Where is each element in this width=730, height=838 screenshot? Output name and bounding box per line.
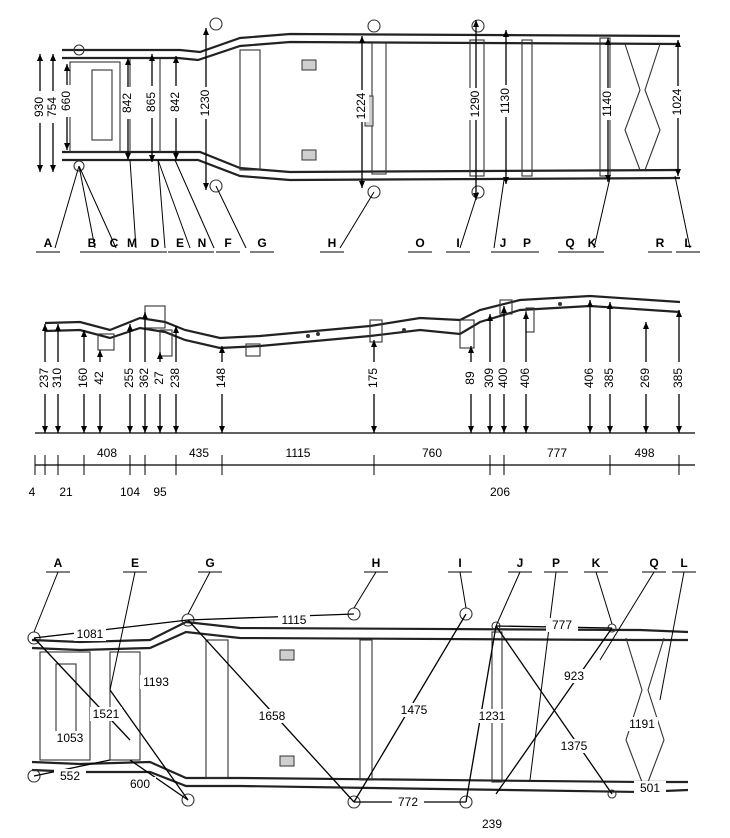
bottom-measure-239: 239: [482, 817, 502, 831]
side-view-spacings: 408 435 1115 760 777 498 4 21 104 95 206: [29, 446, 680, 499]
side-height-406: 406: [582, 368, 596, 388]
top-to-side-leaders: [54, 159, 691, 249]
top-width-842: 842: [168, 92, 182, 112]
top-view-frame: [62, 17, 681, 199]
top-width-1140: 1140: [600, 91, 614, 117]
bottom-measure-1375: 1375: [561, 739, 588, 753]
top-width-1290: 1290: [468, 90, 482, 117]
side-height-385: 385: [671, 368, 685, 388]
side-point-Q: Q: [565, 236, 574, 250]
bottom-point-P: P: [552, 556, 560, 570]
side-point-K: K: [588, 236, 597, 250]
bottom-point-K: K: [592, 556, 601, 570]
side-height-42: 42: [92, 371, 106, 385]
side-point-F: F: [224, 236, 231, 250]
bottom-point-L: L: [680, 556, 687, 570]
side-height-237: 237: [37, 368, 51, 388]
spacing-21: 21: [59, 485, 73, 499]
bottom-measure-552: 552: [60, 769, 80, 783]
side-height-406: 406: [518, 368, 532, 388]
spacing-104: 104: [120, 485, 140, 499]
side-point-O: O: [415, 236, 424, 250]
side-height-362: 362: [137, 368, 151, 388]
top-width-1024: 1024: [670, 88, 684, 115]
side-height-310: 310: [50, 368, 64, 388]
bottom-view-measurements: 1081 1115 777 1193 1521 1658 1475 1231 923 1053 13…: [54, 613, 666, 831]
side-point-L: L: [684, 236, 691, 250]
side-point-D: D: [151, 236, 160, 250]
top-width-1130: 1130: [498, 88, 512, 114]
bottom-measure-1053: 1053: [57, 731, 84, 745]
side-height-89: 89: [463, 371, 477, 385]
side-view-frame: [44, 294, 681, 357]
bottom-measure-1475: 1475: [401, 703, 428, 717]
side-point-P: P: [523, 236, 531, 250]
side-point-R: R: [656, 236, 665, 250]
top-width-842: 842: [120, 93, 134, 113]
side-point-N: N: [198, 236, 207, 250]
side-height-385: 385: [602, 368, 616, 388]
side-point-J: J: [500, 236, 507, 250]
side-height-160: 160: [76, 368, 90, 388]
spacing-1115: 1115: [286, 446, 311, 460]
spacing-206: 206: [490, 485, 510, 499]
side-point-A: A: [44, 236, 53, 250]
side-point-H: H: [328, 236, 337, 250]
side-point-B: B: [88, 236, 97, 250]
bottom-measure-923: 923: [564, 669, 584, 683]
bottom-measure-501: 501: [640, 781, 660, 795]
side-height-309: 309: [482, 368, 496, 388]
bottom-point-I: I: [458, 556, 461, 570]
side-height-148: 148: [214, 368, 228, 388]
side-point-I: I: [456, 236, 459, 250]
spacing-777: 777: [547, 446, 567, 460]
top-width-865: 865: [144, 92, 158, 112]
bottom-measure-1081: 1081: [77, 627, 104, 641]
top-width-660: 660: [59, 91, 73, 111]
bottom-measure-1191: 1191: [629, 717, 655, 731]
side-height-238: 238: [168, 368, 182, 388]
side-height-255: 255: [122, 368, 136, 388]
bottom-point-H: H: [372, 556, 381, 570]
bottom-point-J: J: [517, 556, 524, 570]
top-width-930: 930: [32, 97, 46, 117]
side-point-G: G: [257, 236, 266, 250]
spacing-498: 498: [634, 446, 654, 460]
bottom-point-E: E: [131, 556, 139, 570]
side-point-E: E: [176, 236, 184, 250]
side-height-27: 27: [152, 371, 166, 385]
bottom-point-G: G: [205, 556, 214, 570]
side-point-C: C: [110, 236, 119, 250]
bottom-measure-1521: 1521: [93, 707, 120, 721]
spacing-435: 435: [189, 446, 209, 460]
bottom-measure-1231: 1231: [479, 709, 506, 723]
spacing-4: 4: [29, 485, 36, 499]
side-height-175: 175: [366, 368, 380, 388]
spacing-408: 408: [97, 446, 117, 460]
side-height-400: 400: [496, 368, 510, 388]
side-height-269: 269: [638, 368, 652, 388]
bottom-measure-772: 772: [398, 795, 418, 809]
top-width-1224: 1224: [354, 92, 368, 119]
bottom-measure-600: 600: [130, 777, 150, 791]
bottom-measure-1115: 1115: [282, 613, 307, 627]
spacing-760: 760: [422, 446, 442, 460]
top-width-1230: 1230: [198, 89, 212, 116]
side-point-M: M: [127, 236, 137, 250]
spacing-95: 95: [153, 485, 167, 499]
bottom-measure-1193: 1193: [143, 675, 169, 689]
bottom-measure-1658: 1658: [259, 709, 286, 723]
bottom-point-A: A: [54, 556, 63, 570]
bottom-measure-777: 777: [552, 618, 572, 632]
bottom-point-Q: Q: [649, 556, 658, 570]
top-width-754: 754: [45, 97, 59, 117]
